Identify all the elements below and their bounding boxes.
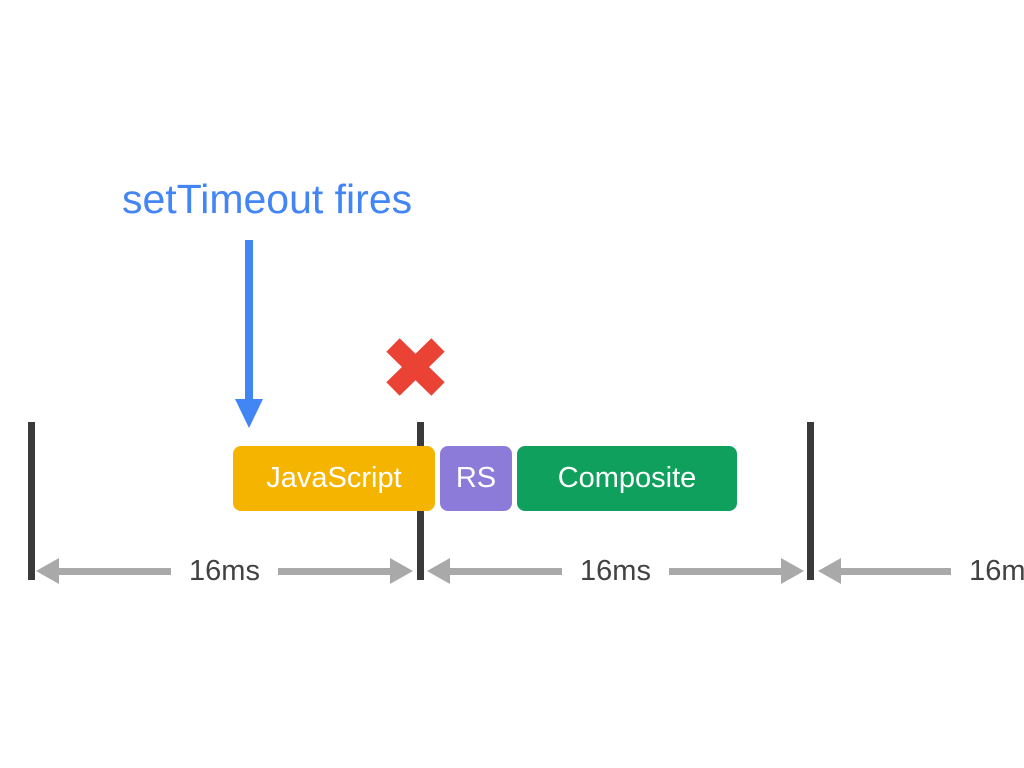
frame-boundary-line-3 (807, 422, 814, 580)
arrowhead-left-icon (36, 558, 59, 584)
down-arrow-shaft (245, 240, 253, 401)
down-arrow-head-icon (235, 399, 263, 428)
task-label-rs: RS (455, 462, 497, 494)
frame-boundary-line-1 (28, 422, 35, 580)
task-label-javascript: JavaScript (266, 462, 402, 494)
arrow-shaft (450, 567, 563, 575)
arrow-shaft (668, 567, 782, 575)
arrowhead-right-icon (781, 558, 805, 584)
frame-duration-label-2: 16ms (580, 554, 651, 587)
diagram-title: setTimeout fires (122, 176, 413, 222)
dropped-frame-x-icon (386, 338, 445, 396)
frame-duration-arrow-1: 16ms (36, 554, 414, 587)
task-block-javascript: JavaScript (233, 446, 435, 511)
task-block-composite: Composite (517, 446, 737, 511)
frame-duration-arrow-3: 16ms (818, 554, 1024, 587)
frame-duration-arrow-2: 16ms (427, 554, 805, 587)
arrowhead-right-icon (390, 558, 414, 584)
arrow-shaft (841, 567, 952, 575)
task-block-rs: RS (440, 446, 512, 511)
arrow-shaft (59, 567, 172, 575)
arrow-shaft (277, 567, 391, 575)
arrowhead-left-icon (427, 558, 450, 584)
frame-duration-label-3: 16ms (969, 554, 1024, 587)
task-label-composite: Composite (557, 462, 697, 494)
frame-duration-label-1: 16ms (189, 554, 260, 587)
arrowhead-left-icon (818, 558, 841, 584)
